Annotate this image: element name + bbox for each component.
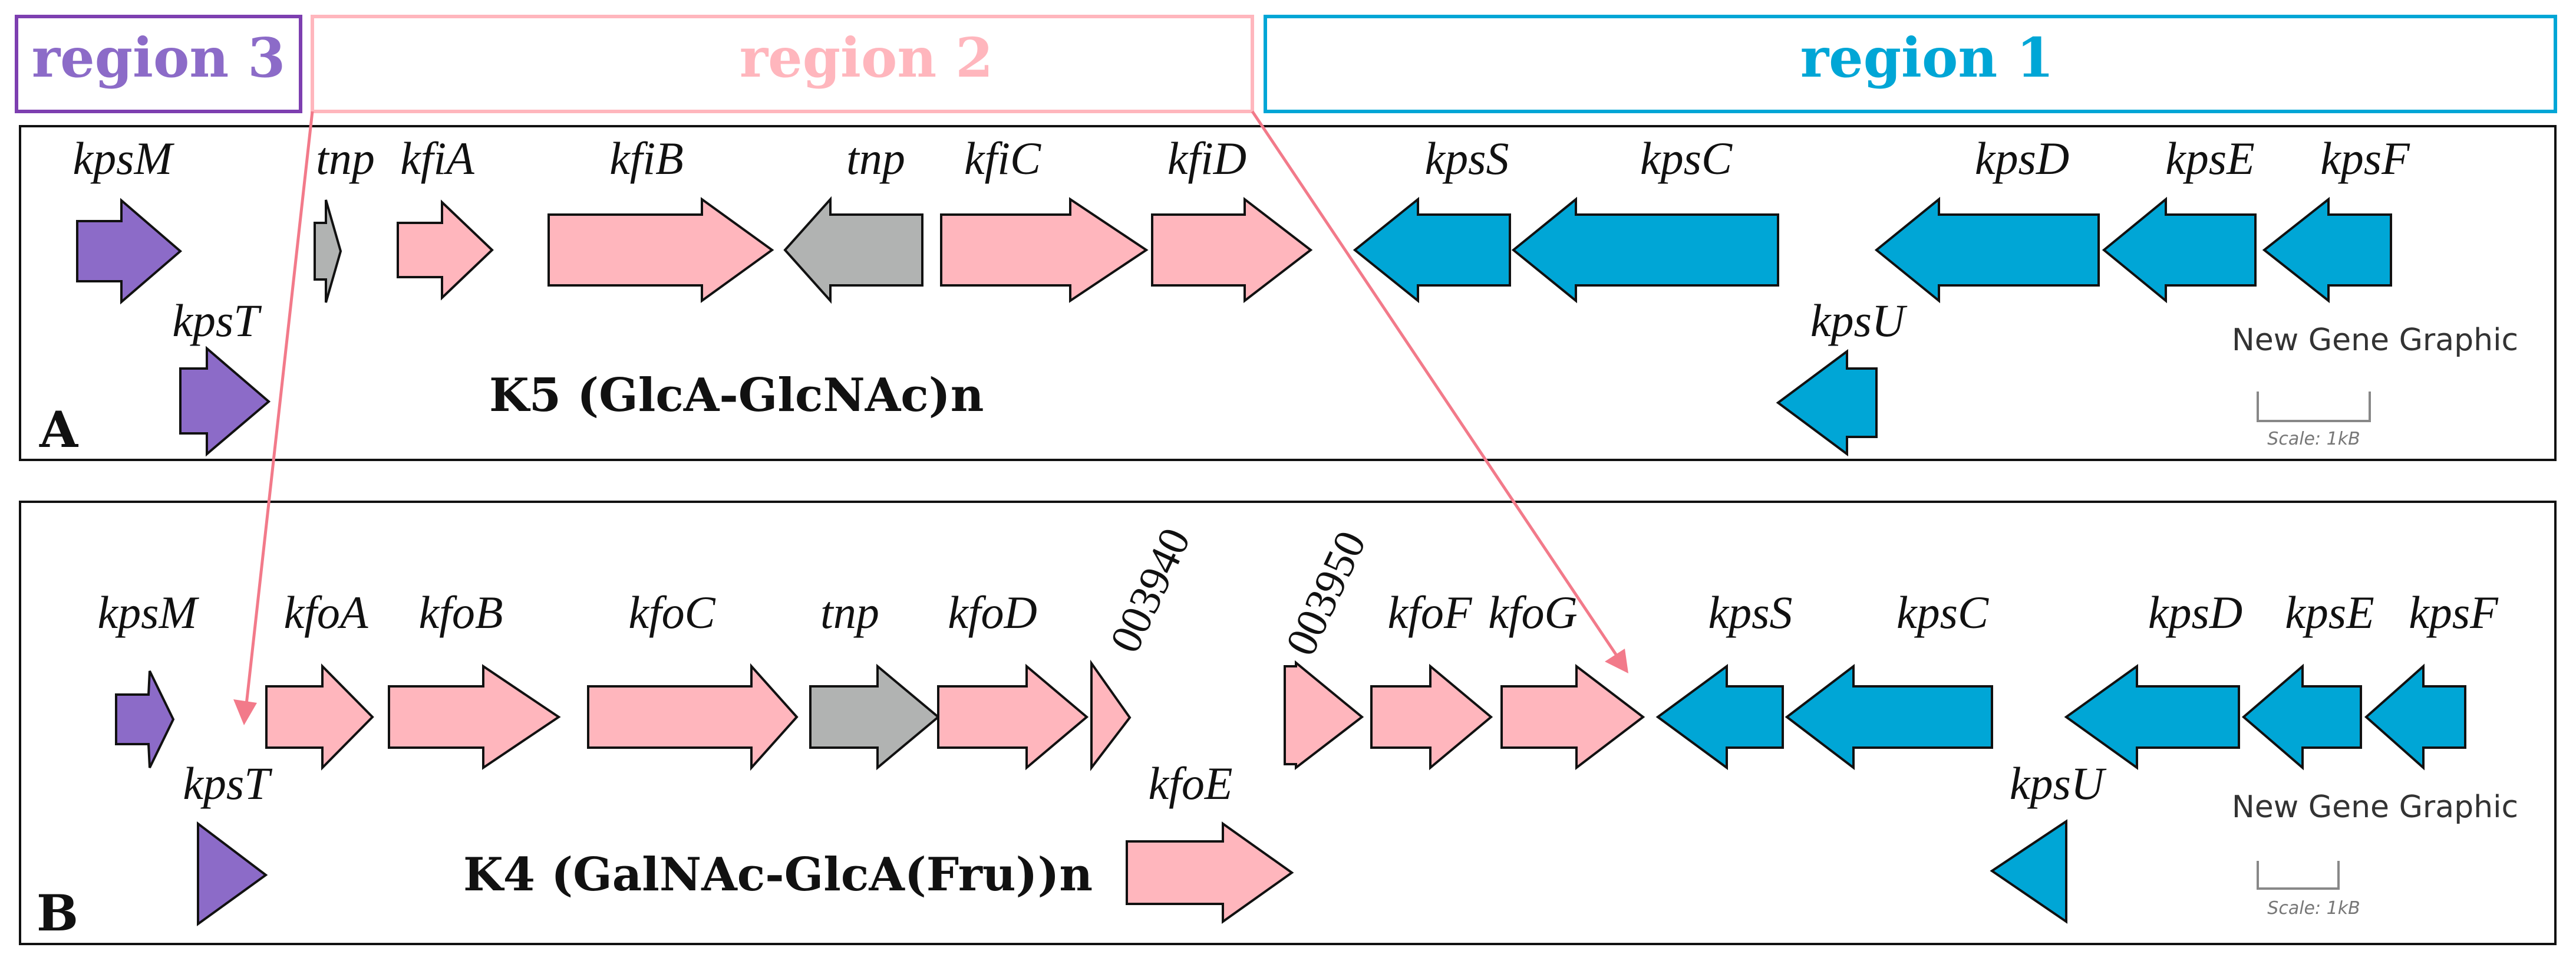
- gene-arrow-b-kfoD: [937, 663, 1089, 771]
- region-2-label: region 2: [740, 26, 994, 90]
- gene-label-b-kpsF: kpsF: [2409, 587, 2499, 638]
- gene-arrow-b-kfoA: [265, 663, 374, 771]
- gene-arrow-b-kpsC: [1785, 663, 1993, 771]
- gene-arrow-a-kfiC: [940, 197, 1149, 303]
- gene-arrow-a-kpsT: [179, 346, 271, 457]
- gene-arrow-a-kfiD: [1151, 196, 1313, 304]
- gene-arrow-a-kpsE: [2102, 196, 2257, 304]
- gene-arrow-b-kpsF: [2364, 663, 2466, 771]
- gene-arrow-b-kfoC: [587, 663, 799, 771]
- gene-label-a-kpsF: kpsF: [2320, 133, 2410, 184]
- panel-a-scale-label: Scale: 1kB: [2267, 429, 2360, 449]
- gene-label-b-003950: 003950: [1277, 524, 1376, 663]
- gene-label-b-kpsT: kpsT: [183, 758, 272, 809]
- panel-b-scale-bar: [2257, 861, 2340, 890]
- panel-a-letter: A: [39, 400, 79, 459]
- gene-arrow-b-kpsM: [115, 670, 175, 768]
- region-1-box: [1264, 15, 2557, 113]
- gene-arrow-b-kpsE: [2241, 663, 2362, 771]
- gene-arrow-b-kpsT: [197, 821, 268, 926]
- region-1-label: region 1: [1800, 26, 2054, 90]
- gene-label-b-tnp: tnp: [820, 587, 879, 638]
- gene-arrow-b-kpsU: [1990, 819, 2067, 924]
- connector-line-left: [245, 111, 314, 705]
- gene-label-a-kpsU: kpsU: [1810, 295, 1908, 346]
- gene-arrow-b-kpsD: [2064, 664, 2240, 770]
- panel-b-scale-label: Scale: 1kB: [2267, 898, 2360, 919]
- gene-label-b-kpsC: kpsC: [1896, 587, 1989, 638]
- gene-arrow-a-kpsC: [1511, 196, 1779, 304]
- gene-label-a-kfiB: kfiB: [609, 133, 684, 184]
- gene-label-b-kfoG: kfoG: [1488, 587, 1578, 638]
- connector-arrowhead-left: [233, 699, 257, 725]
- gene-label-b-kfoB: kfoB: [419, 587, 503, 638]
- panel-a-frame: [19, 125, 2557, 461]
- gene-label-b-kfoD: kfoD: [948, 587, 1037, 638]
- gene-label-a-kpsT: kpsT: [172, 295, 262, 346]
- panel-b-title: K4 (GalNAc-GlcA(Fru))n: [463, 848, 1093, 902]
- gene-label-b-kpsD: kpsD: [2148, 587, 2242, 638]
- gene-arrow-a-kpsD: [1874, 196, 2100, 304]
- panel-b-graphic-label: New Gene Graphic: [2232, 790, 2518, 825]
- panel-a-scale-bar: [2257, 392, 2371, 422]
- gene-arrow-b-kfoB: [388, 664, 561, 770]
- gene-arrow-b-kfoF: [1370, 663, 1493, 771]
- gene-label-b-kpsM: kpsM: [98, 587, 200, 638]
- gene-arrow-b-003940: [1090, 659, 1132, 771]
- gene-label-b-003940: 003940: [1101, 521, 1200, 660]
- gene-label-a-kpsD: kpsD: [1975, 133, 2069, 184]
- gene-label-a-kpsC: kpsC: [1640, 133, 1733, 184]
- gene-arrow-a-kpsF: [2262, 196, 2392, 304]
- gene-label-b-kfoE: kfoE: [1149, 758, 1233, 809]
- gene-arrow-b-kfoG: [1500, 663, 1645, 771]
- gene-label-b-kpsE: kpsE: [2285, 587, 2374, 638]
- region-3-label: region 3: [32, 26, 286, 90]
- gene-arrow-b-kpsS: [1655, 664, 1784, 770]
- gene-arrow-b-tnp: [809, 663, 941, 771]
- gene-arrow-a-kpsU: [1776, 349, 1878, 456]
- connector-line-right: [1251, 110, 1618, 656]
- gene-label-b-kfoC: kfoC: [628, 587, 715, 638]
- connector-arrowhead-right: [1605, 649, 1628, 673]
- gene-label-a-kpsE: kpsE: [2165, 133, 2255, 184]
- gene-arrow-a-kfiA: [397, 199, 494, 301]
- panel-b-frame: [19, 501, 2557, 945]
- panel-a-title: K5 (GlcA-GlcNAc)n: [489, 369, 984, 422]
- gene-label-a-kpsM: kpsM: [73, 133, 175, 184]
- gene-label-a-kfiA: kfiA: [400, 133, 474, 184]
- panel-a-graphic-label: New Gene Graphic: [2232, 323, 2518, 358]
- gene-label-a-kpsS: kpsS: [1425, 133, 1509, 184]
- gene-label-b-kfoF: kfoF: [1388, 587, 1473, 638]
- gene-arrow-a-kpsM: [76, 198, 183, 305]
- region-2-box: [311, 15, 1254, 113]
- region-3-box: [15, 15, 302, 113]
- gene-label-b-kpsS: kpsS: [1708, 587, 1793, 638]
- gene-arrow-a-tnp2: [783, 196, 923, 304]
- gene-label-a-kfiC: kfiC: [964, 133, 1041, 184]
- gene-label-b-kpsU: kpsU: [2010, 758, 2107, 809]
- gene-arrow-a-kpsS: [1353, 196, 1511, 304]
- gene-label-a-tnp1: tnp: [316, 133, 375, 184]
- gene-arrow-a-kfiB: [547, 197, 774, 303]
- panel-b-letter: B: [37, 884, 78, 942]
- gene-arrow-a-tnp1: [314, 199, 342, 303]
- gene-arrow-b-003950: [1284, 660, 1364, 771]
- gene-label-a-kfiD: kfiD: [1167, 133, 1246, 184]
- gene-label-b-kfoA: kfoA: [284, 587, 368, 638]
- gene-label-a-tnp2: tnp: [846, 133, 905, 184]
- gene-arrow-b-kfoE: [1126, 821, 1294, 924]
